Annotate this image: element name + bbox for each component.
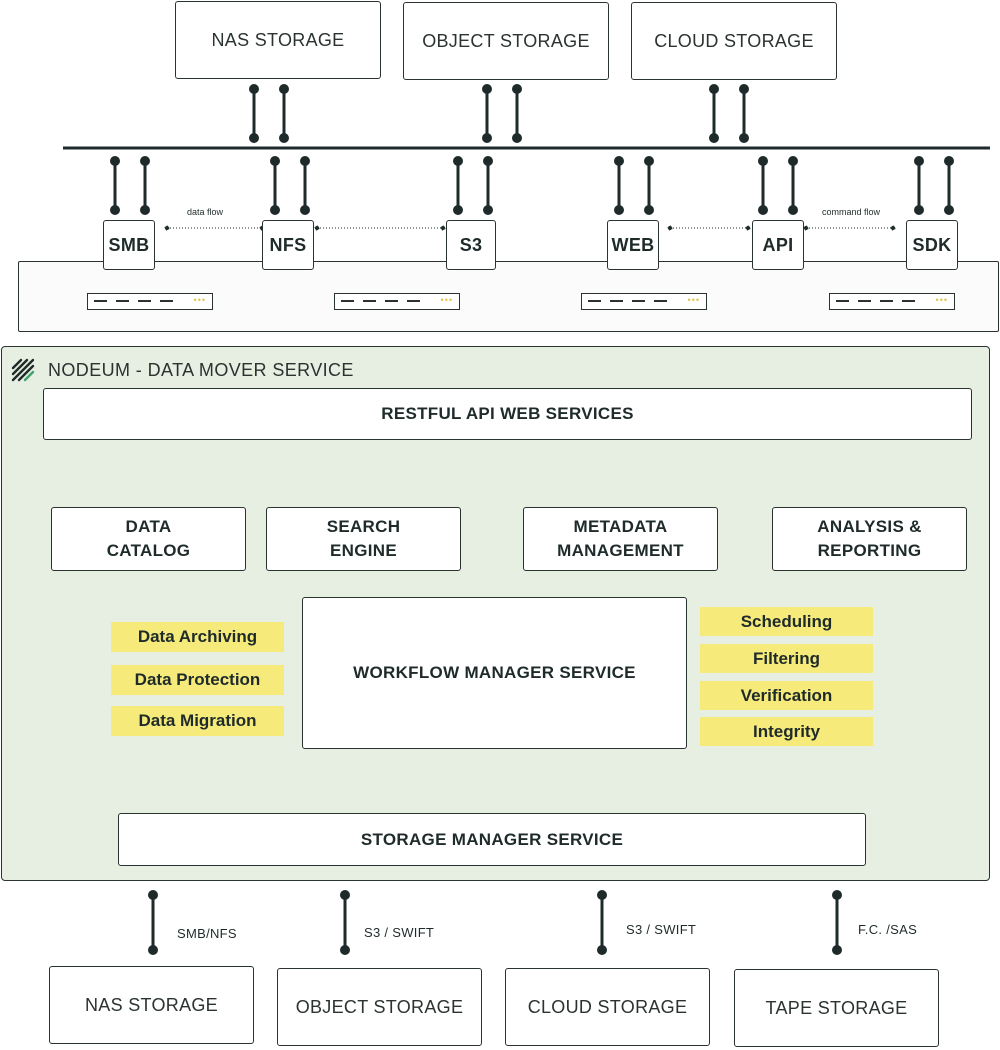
- feature-filtering: Filtering: [700, 644, 873, 673]
- feature-scheduling: Scheduling: [700, 607, 873, 636]
- module-data-catalog-line2: CATALOG: [106, 541, 191, 560]
- feature-data-migration: Data Migration: [111, 706, 284, 736]
- rack-unit-1: •••: [87, 293, 213, 310]
- protocol-web: WEB: [607, 220, 659, 270]
- connection-label-s3-swift-1: S3 / SWIFT: [364, 925, 435, 940]
- module-search-engine-line2: ENGINE: [330, 541, 397, 560]
- top-cloud-storage-box: CLOUD STORAGE: [631, 2, 837, 80]
- feature-data-archiving: Data Archiving: [111, 622, 284, 652]
- bottom-cloud-storage-box: CLOUD STORAGE: [505, 968, 710, 1046]
- top-nas-storage-box: NAS STORAGE: [175, 1, 381, 79]
- feature-data-protection: Data Protection: [111, 665, 284, 695]
- rack-unit-2: •••: [334, 293, 460, 310]
- data-flow-label: data flow: [187, 207, 224, 217]
- module-analysis-reporting-line2: REPORTING: [817, 541, 922, 560]
- restful-api-web-services: RESTFUL API WEB SERVICES: [43, 388, 972, 440]
- protocol-smb: SMB: [103, 220, 155, 270]
- nodeum-logo-icon: [11, 358, 35, 382]
- feature-integrity: Integrity: [700, 717, 873, 746]
- rack-unit-4: •••: [829, 293, 955, 310]
- protocol-s3: S3: [446, 220, 496, 270]
- module-analysis-reporting: ANALYSIS & REPORTING: [772, 507, 967, 571]
- rack-unit-3: •••: [581, 293, 707, 310]
- workflow-manager-service: WORKFLOW MANAGER SERVICE: [302, 597, 687, 749]
- bottom-object-storage-box: OBJECT STORAGE: [277, 968, 482, 1046]
- module-metadata-management: METADATA MANAGEMENT: [523, 507, 718, 571]
- protocol-api: API: [752, 220, 804, 270]
- module-search-engine: SEARCH ENGINE: [266, 507, 461, 571]
- module-data-catalog-line1: DATA: [125, 517, 172, 536]
- connection-label-smb-nfs: SMB/NFS: [177, 926, 237, 941]
- module-metadata-management-line1: METADATA: [573, 517, 668, 536]
- connection-label-s3-swift-2: S3 / SWIFT: [626, 922, 697, 937]
- service-title: NODEUM - DATA MOVER SERVICE: [48, 360, 354, 380]
- module-data-catalog: DATA CATALOG: [51, 507, 246, 571]
- command-flow-label: command flow: [822, 207, 881, 217]
- top-object-storage-box: OBJECT STORAGE: [403, 2, 609, 80]
- module-search-engine-line1: SEARCH: [326, 517, 401, 536]
- connection-label-fc-sas: F.C. /SAS: [858, 922, 918, 937]
- module-analysis-reporting-line1: ANALYSIS &: [817, 517, 922, 536]
- bottom-nas-storage-box: NAS STORAGE: [49, 966, 254, 1044]
- feature-verification: Verification: [700, 681, 873, 710]
- storage-manager-service: STORAGE MANAGER SERVICE: [118, 813, 866, 866]
- protocol-sdk: SDK: [906, 220, 958, 270]
- bottom-tape-storage-box: TAPE STORAGE: [734, 969, 939, 1047]
- module-metadata-management-line2: MANAGEMENT: [557, 541, 684, 560]
- protocol-nfs: NFS: [262, 220, 314, 270]
